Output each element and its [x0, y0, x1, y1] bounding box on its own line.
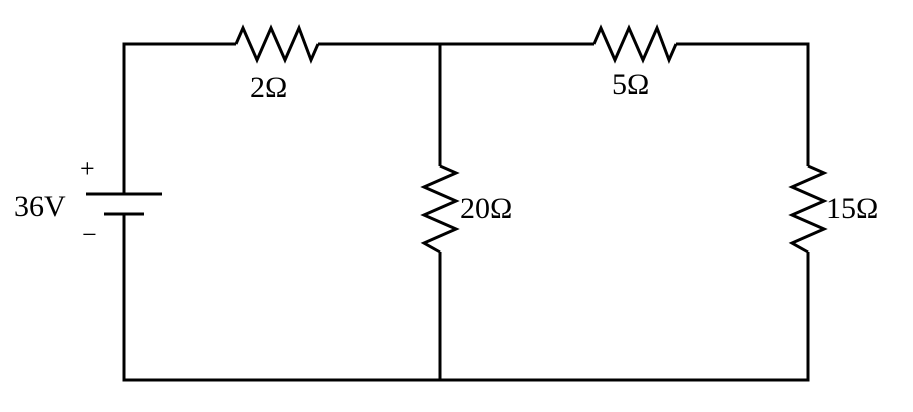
resistor-15ohm-label: 15Ω — [826, 192, 878, 225]
resistor-15ohm: 15Ω — [788, 164, 878, 254]
resistor-2ohm-label: 2Ω — [250, 71, 287, 104]
resistor-5ohm-label: 5Ω — [612, 68, 649, 101]
battery-minus-sign: − — [82, 220, 97, 249]
resistor-2ohm: 2Ω — [234, 24, 320, 104]
resistor-5ohm-zigzag — [592, 24, 678, 64]
wires — [122, 42, 810, 382]
resistor-20ohm: 20Ω — [420, 164, 512, 254]
resistor-2ohm-zigzag — [234, 24, 320, 64]
resistor-5ohm: 5Ω — [592, 24, 678, 101]
battery: 36V + − — [14, 154, 162, 249]
resistor-20ohm-label: 20Ω — [460, 192, 512, 225]
battery-voltage-label: 36V — [14, 190, 66, 223]
battery-plus-sign: + — [80, 154, 95, 183]
wire-top-right — [676, 42, 810, 166]
resistor-15ohm-zigzag — [788, 164, 828, 254]
wire-right-lower — [122, 214, 810, 382]
resistor-20ohm-zigzag — [420, 164, 460, 254]
wire-left-upper — [122, 42, 236, 194]
